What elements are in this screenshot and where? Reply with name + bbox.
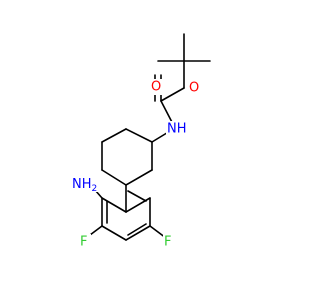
bond-cy-1-2 <box>125 128 153 143</box>
bond-cy-5-6 <box>125 169 153 186</box>
bond-ether-o-carbonyl-c <box>160 87 185 102</box>
ether-oxygen-bg <box>188 80 202 96</box>
bond-ar-4-5 <box>125 225 151 241</box>
bond-ar-inner-b <box>127 223 147 236</box>
atom-labels: O O NH NH2 F F <box>71 79 202 250</box>
bond-cy-4-5 <box>101 169 127 186</box>
bond-ar-6-1 <box>125 197 151 213</box>
bond-cy-2-3 <box>101 128 127 143</box>
fluorine-left-bg <box>79 234 91 250</box>
ether-oxygen: O <box>189 81 199 96</box>
carbonyl-oxygen: O <box>151 80 161 95</box>
fluorine-right-bg <box>163 234 175 250</box>
fluorine-left: F <box>80 235 87 250</box>
bond-ar-inner-c <box>127 190 147 202</box>
carbamate-nitrogen: NH <box>167 122 187 137</box>
bond-ar-3-4 <box>101 225 127 241</box>
fluorine-right: F <box>164 235 171 250</box>
bonds <box>85 33 211 241</box>
amino-subscript: 2 <box>92 184 98 194</box>
carbonyl-oxygen-bg <box>150 79 164 95</box>
bond-ar-1-2 <box>101 197 127 213</box>
amino-group-bg <box>71 176 99 192</box>
amino-group: NH2 <box>72 177 97 194</box>
molecule-diagram: O O NH NH2 F F <box>71 33 211 250</box>
carbamate-nitrogen-bg <box>166 121 188 137</box>
amino-main: NH <box>72 177 92 192</box>
